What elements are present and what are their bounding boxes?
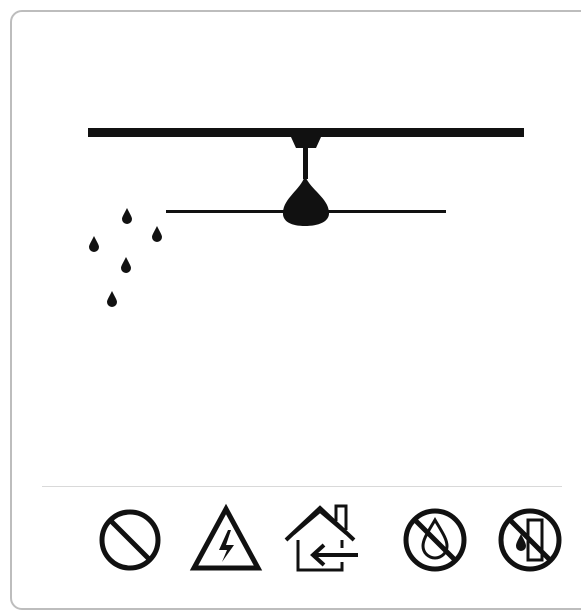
water-drop-icon (89, 236, 99, 252)
ceiling-line (88, 128, 524, 137)
fan-mount (291, 137, 321, 148)
high-voltage-warning-icon (186, 500, 266, 580)
water-drop-icon (107, 291, 117, 307)
fan-blades (166, 210, 446, 213)
no-damp-location-icon (490, 500, 570, 580)
fan-downrod (303, 147, 308, 179)
water-drop-icon (152, 226, 162, 242)
warning-icons (0, 500, 581, 590)
water-drops (89, 208, 162, 307)
divider (42, 486, 562, 487)
prohibited-icon (90, 500, 170, 580)
water-drop-icon (122, 208, 132, 224)
fan-motor (283, 176, 329, 226)
indoor-use-only-icon (280, 500, 360, 580)
water-drop-icon (121, 257, 131, 273)
no-water-icon (395, 500, 475, 580)
